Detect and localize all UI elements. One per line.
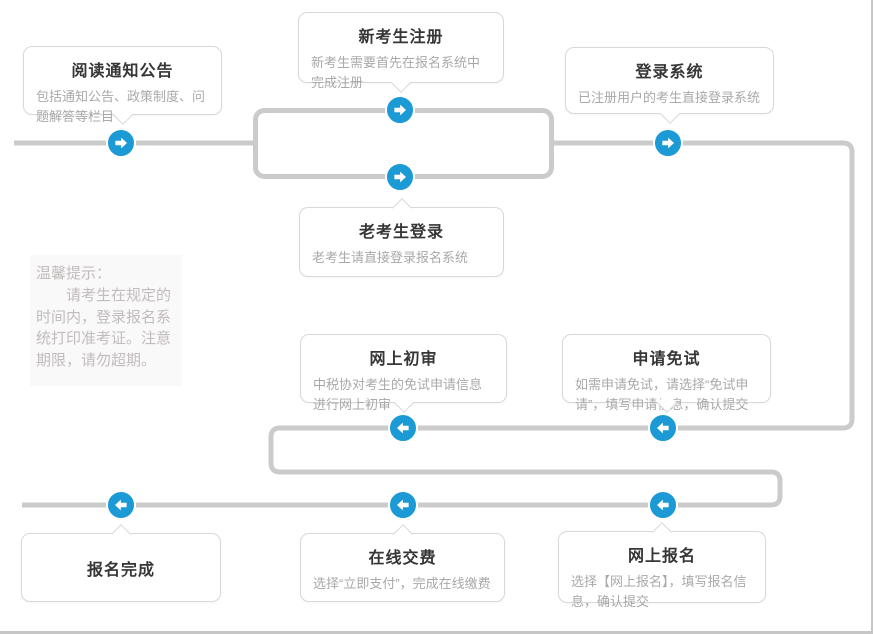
tip-body: 请考生在规定的时间内，登录报名系统打印准考证。注意期限，请勿超期。: [36, 286, 172, 369]
flow-node-new-register: 新考生注册 新考生需要首先在报名系统中完成注册: [298, 12, 504, 93]
flow-arrow-right-icon: [385, 162, 415, 192]
flow-node-online-register: 网上报名 选择【网上报名】，填写报名信息，确认提交: [558, 521, 766, 609]
flow-node-online-payment: 在线交费 选择“立即支付”，完成在线缴费: [300, 523, 505, 602]
node-title: 老考生登录: [358, 224, 444, 241]
node-description: 中税协对考生的免试申请信息进行网上初审: [313, 377, 483, 412]
flow-arrow-left-icon: [106, 490, 136, 520]
node-description: 选择“立即支付”，完成在线缴费: [313, 576, 491, 591]
node-description: 已注册用户的考生直接登录系统: [578, 90, 761, 105]
node-title: 申请免试: [632, 351, 701, 368]
tip-heading: 温馨提示：: [36, 265, 112, 282]
flow-arrow-left-icon: [648, 413, 678, 443]
flow-node-register-done: 报名完成: [21, 523, 221, 602]
node-title: 报名完成: [86, 561, 155, 579]
node-title: 新考生注册: [358, 29, 444, 46]
node-title: 在线交费: [368, 550, 437, 567]
flow-arrow-left-icon: [388, 413, 418, 443]
flow-arrow-left-icon: [388, 490, 418, 520]
flow-node-read-notice: 阅读通知公告 包括通知公告、政策制度、问题解答等栏目: [23, 46, 222, 125]
node-description: 新考生需要首先在报名系统中完成注册: [311, 55, 481, 90]
flow-node-apply-exemption: 申请免试 如需申请免试，请选择“免试申请”，填写申请信息，确认提交: [562, 334, 771, 413]
flow-arrow-right-icon: [385, 95, 415, 125]
node-title: 阅读通知公告: [71, 63, 174, 80]
flow-node-login-system: 登录系统 已注册用户的考生直接登录系统: [565, 47, 774, 124]
flow-node-old-login: 老考生登录 老考生请直接登录报名系统: [299, 197, 504, 277]
node-description: 老考生请直接登录报名系统: [312, 250, 469, 265]
node-title: 网上报名: [627, 548, 696, 565]
flow-arrow-left-icon: [648, 490, 678, 520]
node-title: 登录系统: [635, 64, 704, 81]
warm-tip-note: 温馨提示： 请考生在规定的时间内，登录报名系统打印准考证。注意期限，请勿超期。: [30, 255, 182, 386]
node-description: 选择【网上报名】，填写报名信息，确认提交: [571, 574, 747, 609]
flow-node-online-review: 网上初审 中税协对考生的免试申请信息进行网上初审: [300, 334, 507, 413]
node-description: 包括通知公告、政策制度、问题解答等栏目: [36, 89, 206, 124]
flow-arrow-right-icon: [653, 128, 683, 158]
flow-arrow-right-icon: [106, 128, 136, 158]
node-title: 网上初审: [369, 351, 438, 368]
